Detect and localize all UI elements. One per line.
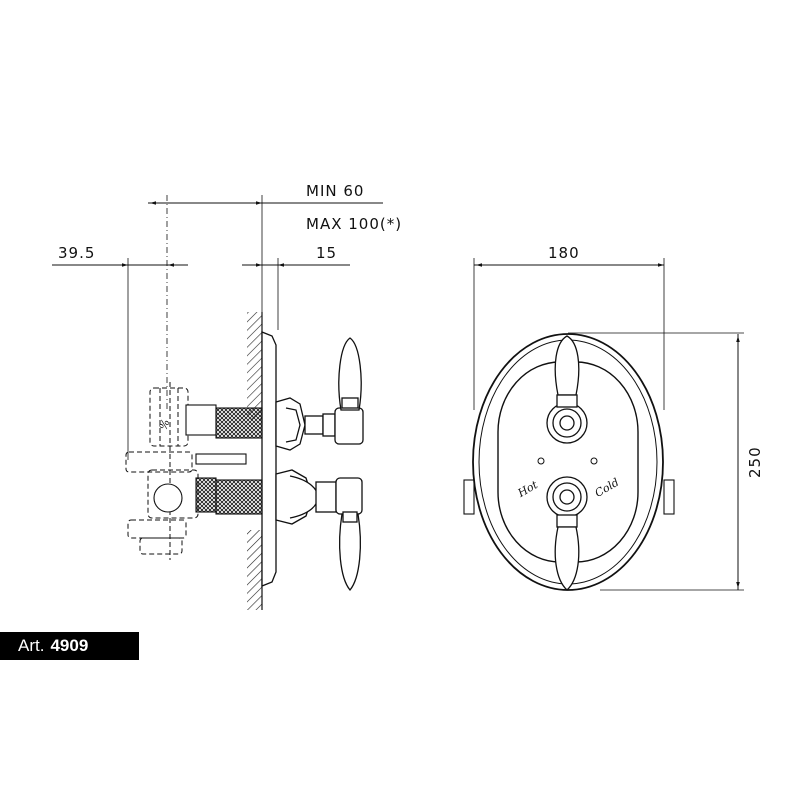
valve-mark: % bbox=[157, 417, 173, 431]
lower-handle-front bbox=[546, 476, 588, 591]
cover-plate-front bbox=[463, 333, 675, 591]
upper-handle-front bbox=[546, 335, 588, 444]
cover-plate-side bbox=[261, 331, 277, 587]
dimension-min-max bbox=[148, 195, 383, 410]
dimension-plate-thickness bbox=[242, 258, 350, 330]
dimension-min-label: MIN 60 bbox=[306, 182, 364, 200]
dimension-left-depth bbox=[52, 258, 188, 460]
wall-section bbox=[247, 312, 263, 610]
dimension-plate-thickness-label: 15 bbox=[316, 244, 337, 262]
connector-link bbox=[195, 453, 247, 465]
dimension-width-label: 180 bbox=[548, 244, 580, 262]
upper-handle-side bbox=[275, 337, 364, 451]
article-number: 4909 bbox=[50, 636, 89, 655]
article-prefix: Art. bbox=[18, 636, 45, 655]
dimension-height-label: 250 bbox=[746, 446, 764, 478]
article-badge: Art. 4909 bbox=[0, 632, 139, 660]
dimension-left-depth-label: 39.5 bbox=[58, 244, 95, 262]
upper-spindle-side bbox=[185, 404, 263, 439]
dimension-height bbox=[568, 332, 744, 591]
dimension-max-label: MAX 100(*) bbox=[306, 215, 402, 233]
lower-spindle-side bbox=[153, 477, 263, 515]
temperature-indicators bbox=[537, 457, 598, 465]
dimension-width bbox=[473, 258, 665, 410]
lower-handle-side bbox=[275, 469, 363, 592]
